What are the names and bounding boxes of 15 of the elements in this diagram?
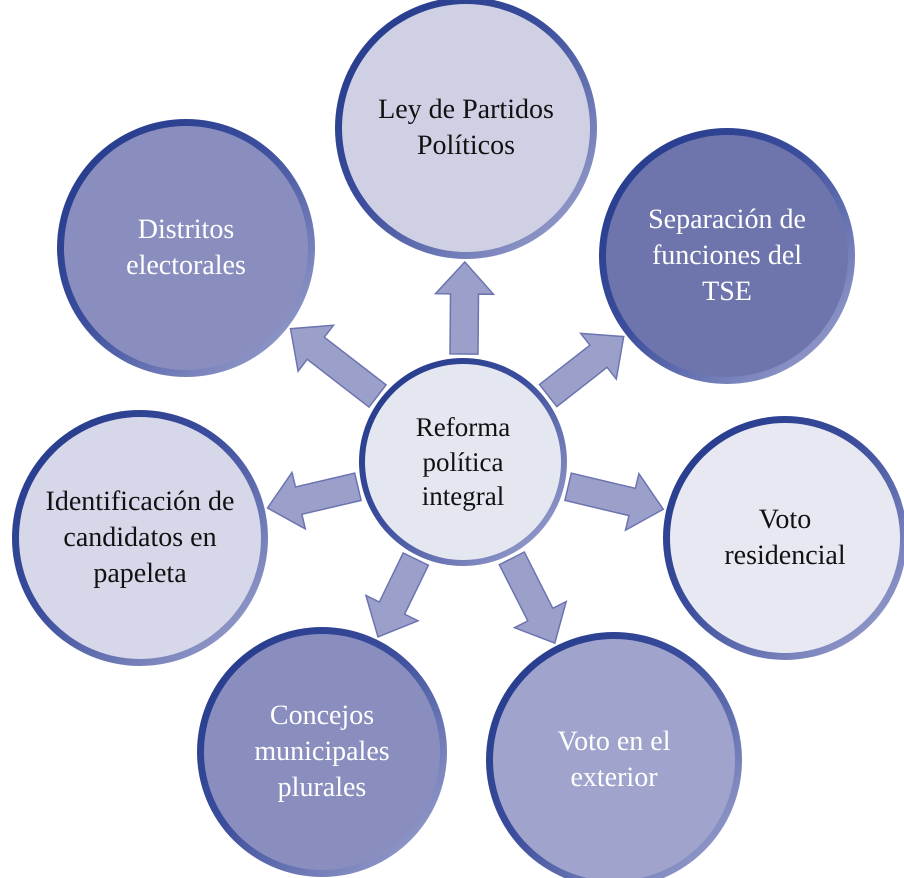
circle-label: Voto en el exterior xyxy=(556,724,672,795)
circle-label: Concejos municipales plurales xyxy=(253,698,391,806)
circle-label: Distritos electorales xyxy=(125,212,247,283)
block-arrow xyxy=(290,324,388,408)
circle-label: Ley de Partidos Políticos xyxy=(377,92,555,163)
circle-label: Separación de funciones del TSE xyxy=(647,202,807,310)
block-arrow xyxy=(364,552,430,638)
block-arrow xyxy=(564,472,664,532)
circle-label: Voto residencial xyxy=(723,502,847,573)
block-arrow xyxy=(434,260,496,355)
circle-label: Identificación de candidatos en papeleta xyxy=(44,484,236,592)
block-arrow xyxy=(538,332,625,408)
block-arrow xyxy=(266,470,362,530)
block-arrow xyxy=(498,551,568,644)
circle-label: Reforma política integral xyxy=(414,410,512,514)
